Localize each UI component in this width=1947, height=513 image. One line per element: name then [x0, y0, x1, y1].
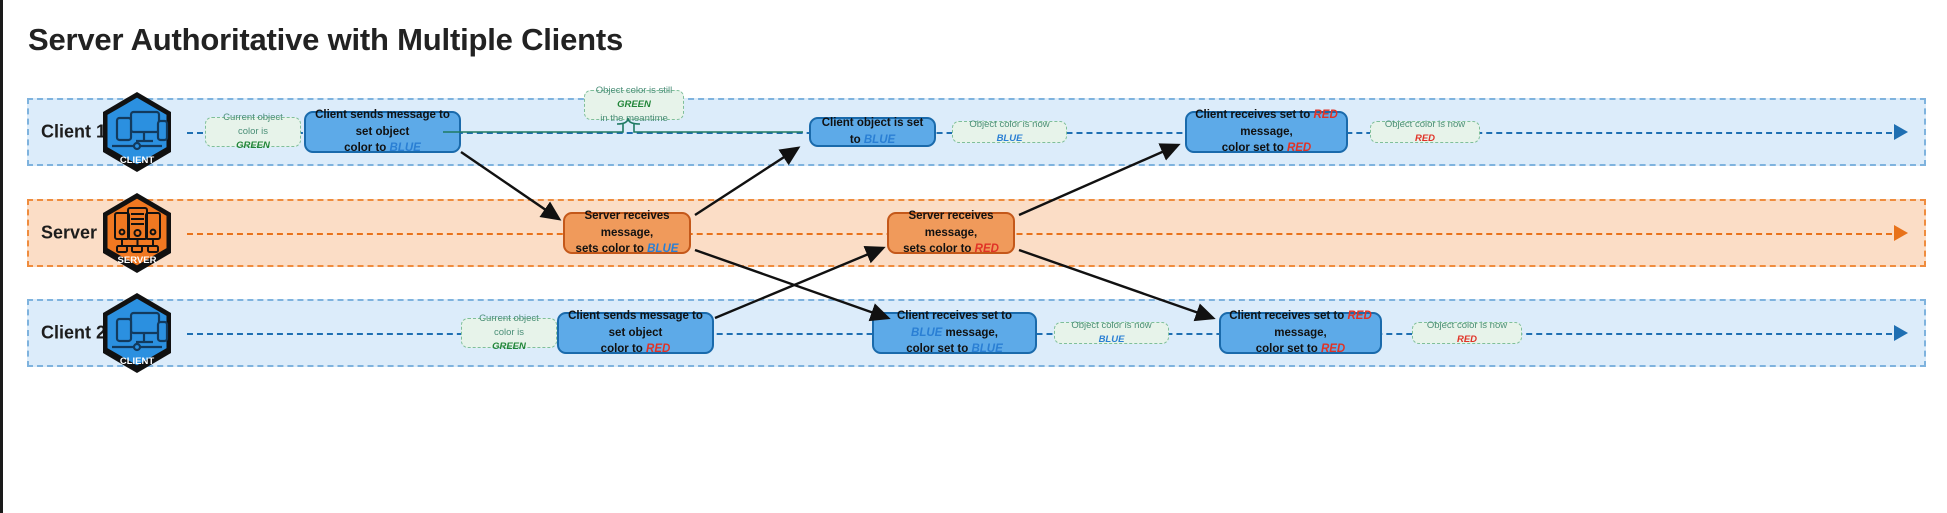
node-line2-token: BLUE — [971, 343, 1003, 356]
node-line2-pre: color to — [600, 343, 647, 356]
node-line2-token: RED — [974, 243, 999, 256]
node-line2-pre: color to — [344, 142, 390, 155]
node-line1-token: BLUE — [911, 326, 943, 339]
svg-text:CLIENT: CLIENT — [120, 356, 155, 367]
note-client1-now-red: Object color is now RED — [1370, 118, 1480, 144]
note-label: Current object color is — [479, 312, 539, 338]
server-lifeline — [187, 233, 1892, 235]
client1-receives-red-node[interactable]: Client receives set to RED message, colo… — [1185, 109, 1348, 155]
node-line1: Server receives message, — [584, 210, 670, 239]
note-client2-now-red: Object color is now RED — [1412, 319, 1522, 345]
note-label-line2: in the meantime — [600, 113, 668, 125]
client2-receives-blue-node[interactable]: Client receives set to BLUE message, col… — [872, 310, 1037, 356]
client1-send-blue-node[interactable]: Client sends message to set object color… — [304, 109, 461, 155]
node-line1: Client sends message to set object — [315, 109, 450, 138]
lane-client2: Client 2 CLIENT — [27, 293, 1926, 373]
note-label-pre: Object color is still — [595, 84, 673, 96]
node-line2-pre: sets color to — [575, 243, 648, 256]
node-line2-token: BLUE — [389, 142, 421, 155]
node-line2-token: RED — [1320, 343, 1346, 356]
client1-lifeline-arrow — [1894, 124, 1908, 140]
note-token-blue: BLUE — [1098, 334, 1125, 345]
note-label: Object color is now — [969, 118, 1050, 130]
client2-send-red-node[interactable]: Client sends message to set object color… — [557, 310, 714, 356]
node-line1-token: RED — [1313, 109, 1338, 121]
client1-object-set-blue-node[interactable]: Client object is set to BLUE — [809, 117, 936, 147]
node-line1-pre: Client object is set to — [821, 117, 924, 146]
node-line1-post: message, — [1240, 125, 1293, 138]
node-line1-post: message, — [942, 326, 998, 339]
note-label: Object color is now — [1071, 319, 1152, 331]
server-receives-blue-node[interactable]: Server receives message, sets color to B… — [563, 210, 691, 256]
node-line2-token: BLUE — [647, 243, 679, 256]
note-token-red: RED — [1414, 133, 1436, 144]
node-line1-post: message, — [1274, 326, 1327, 339]
node-line1-pre: Client receives set to — [896, 310, 1013, 322]
server-lifeline-arrow — [1894, 225, 1908, 241]
note-token-blue: BLUE — [996, 133, 1023, 144]
lane-client1: Client 1 CLIENT — [27, 92, 1926, 172]
note-token-green: GREEN — [617, 98, 651, 110]
lane-client1-label: Client 1 — [41, 121, 107, 142]
server-receives-red-node[interactable]: Server receives message, sets color to R… — [887, 210, 1015, 256]
node-line2-pre: color set to — [906, 343, 972, 356]
server-icon: SERVER — [100, 191, 174, 275]
note-label: Object color is now — [1426, 319, 1508, 331]
node-line1: Server receives message, — [908, 210, 994, 239]
note-token-green: GREEN — [492, 341, 526, 353]
client-icon: CLIENT — [100, 90, 174, 174]
client-icon: CLIENT — [100, 291, 174, 375]
client2-lifeline — [187, 333, 1892, 335]
node-line1: Client sends message to set object — [568, 310, 703, 339]
node-line2-token: RED — [646, 343, 671, 356]
note-client1-now-blue: Object color is now BLUE — [952, 118, 1067, 144]
node-line1-pre: Client receives set to — [1195, 109, 1314, 121]
note-client2-current-green: Current object color is GREEN — [461, 313, 557, 352]
svg-text:CLIENT: CLIENT — [120, 155, 155, 166]
note-client1-still-green: Object color is still GREEN in the meant… — [584, 85, 684, 124]
page-title: Server Authoritative with Multiple Clien… — [28, 22, 623, 58]
node-line2-token: RED — [1286, 142, 1312, 155]
node-line2-pre: color set to — [1255, 343, 1321, 356]
note-token-red: RED — [1456, 334, 1478, 345]
note-token-green: GREEN — [236, 140, 270, 152]
node-line1-token: RED — [1347, 310, 1372, 322]
svg-text:SERVER: SERVER — [118, 255, 157, 266]
client2-receives-red-node[interactable]: Client receives set to RED message, colo… — [1219, 310, 1382, 356]
note-label: Object color is now — [1384, 118, 1466, 130]
node-line2-pre: sets color to — [903, 243, 975, 256]
lane-server-label: Server — [41, 222, 98, 243]
note-label: Current object color is — [223, 111, 283, 137]
lane-client2-label: Client 2 — [41, 322, 107, 343]
note-client2-now-blue: Object color is now BLUE — [1054, 319, 1169, 345]
client2-lifeline-arrow — [1894, 325, 1908, 341]
node-line2-pre: color set to — [1221, 142, 1287, 155]
node-line1-pre: Client receives set to — [1229, 310, 1348, 322]
lane-server: Server — [27, 193, 1926, 273]
note-client1-current-green: Current object color is GREEN — [205, 112, 301, 151]
page-title-text: Server Authoritative with Multiple Clien… — [28, 22, 624, 57]
node-line1-token: BLUE — [863, 134, 896, 146]
